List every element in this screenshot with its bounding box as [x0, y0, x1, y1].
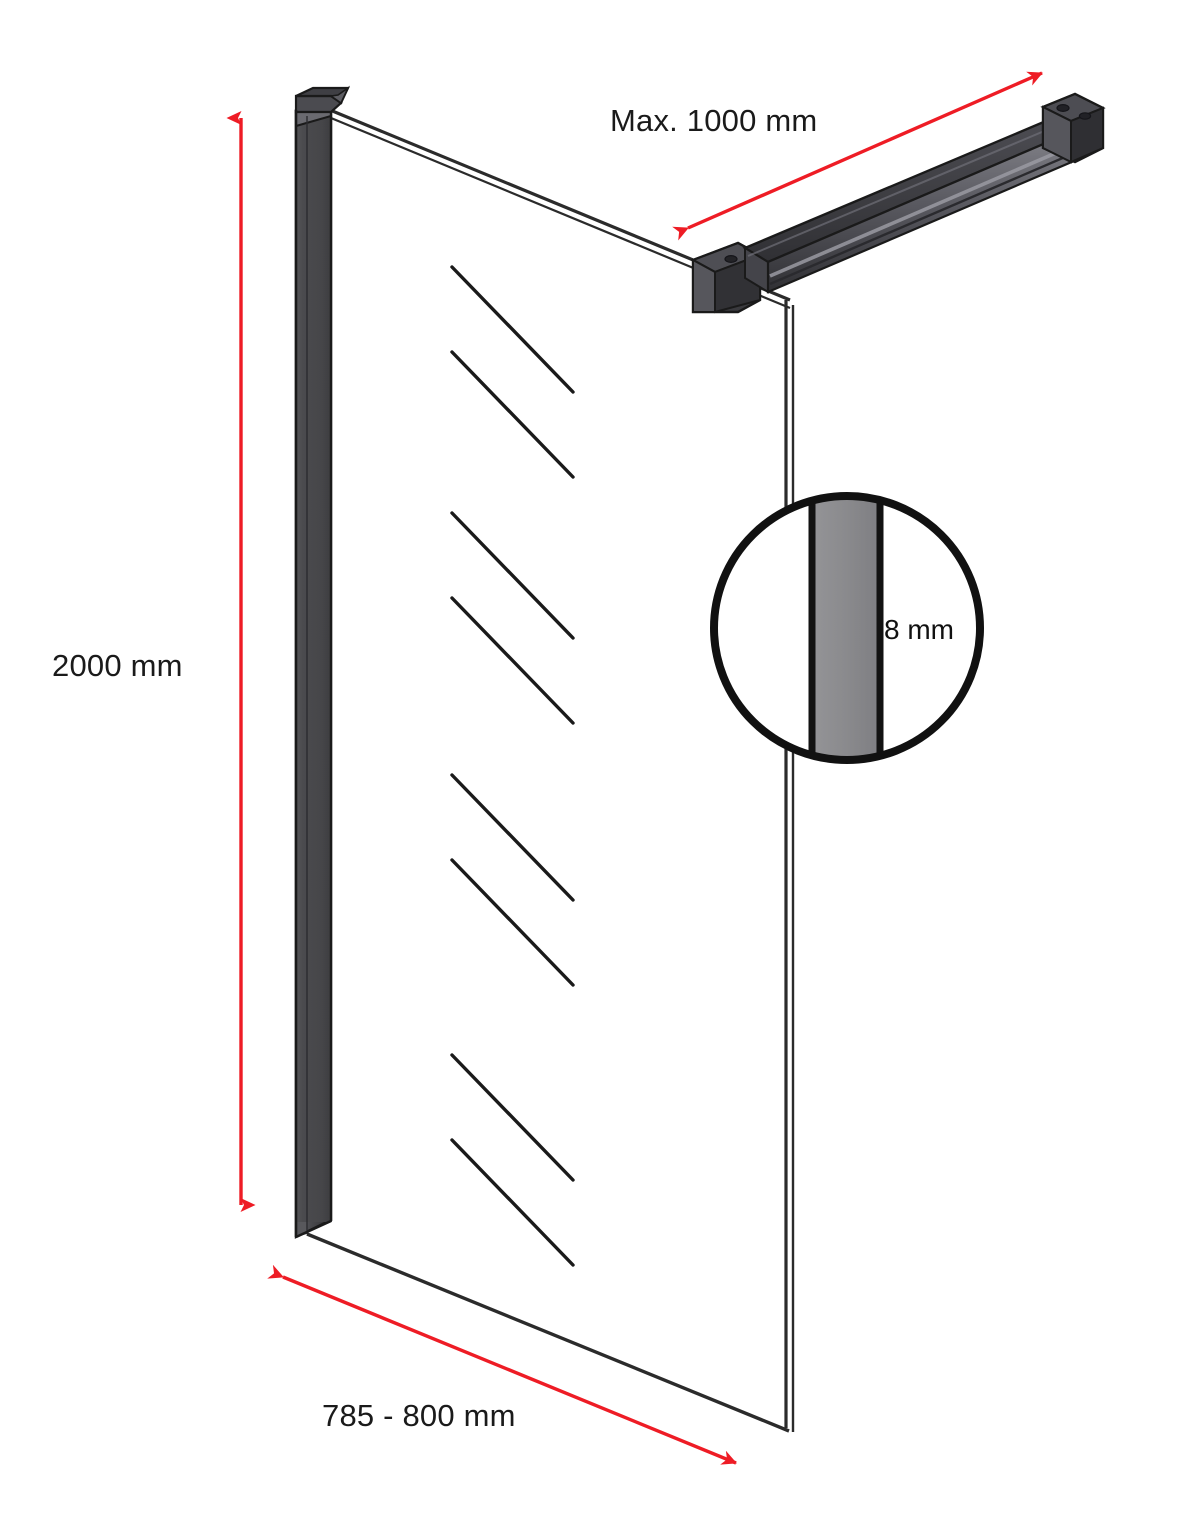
dimension-height: 2000 mm	[52, 111, 256, 1212]
dimension-support-bar-label: Max. 1000 mm	[610, 103, 817, 138]
dimension-width-label: 785 - 800 mm	[322, 1398, 516, 1433]
dimension-height-label: 2000 mm	[52, 648, 183, 683]
wall-bracket	[1040, 92, 1106, 164]
wall-profile	[294, 85, 350, 1239]
dimension-width: 785 - 800 mm	[267, 1264, 737, 1465]
support-bar	[742, 111, 1091, 294]
glass-panel	[306, 108, 795, 1433]
glass-thickness-detail-circle: 8 mm	[710, 492, 984, 764]
dimension-support-bar-length: Max. 1000 mm	[610, 71, 1043, 241]
glass-reflection-highlights	[450, 265, 575, 1267]
detail-thickness-label: 8 mm	[884, 614, 954, 645]
